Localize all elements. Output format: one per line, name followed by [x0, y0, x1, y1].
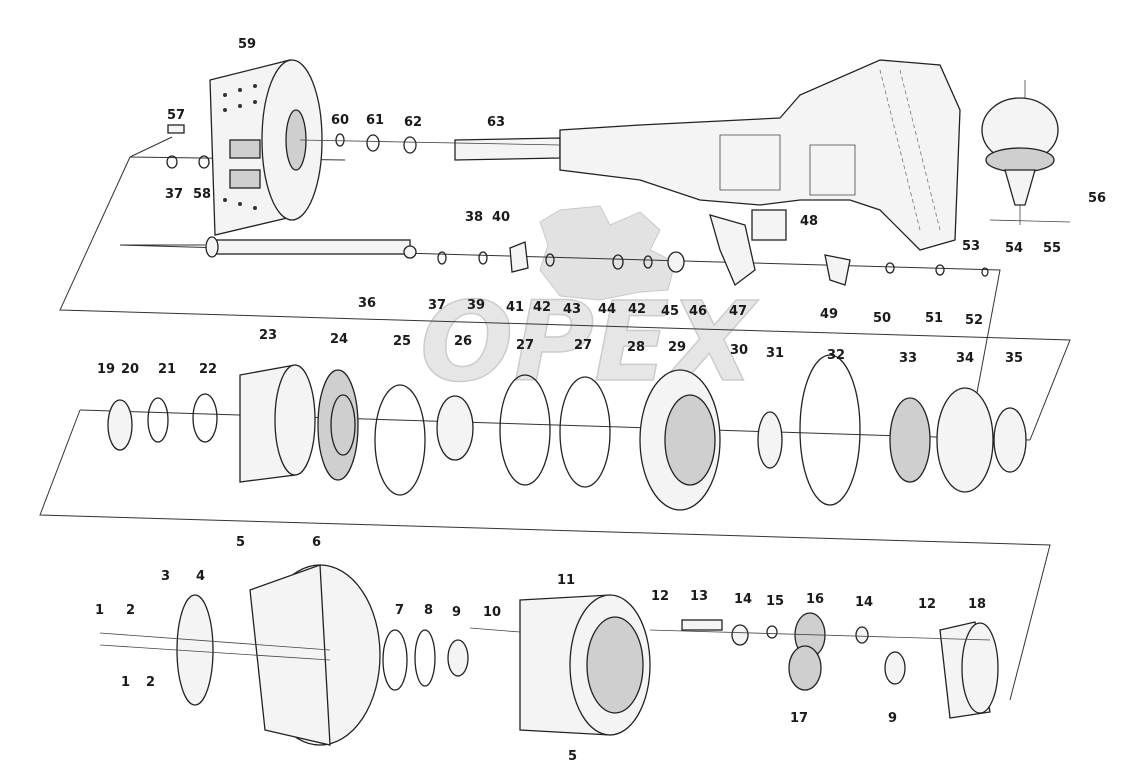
- label-3: 3: [161, 569, 170, 584]
- label-27b: 27: [574, 338, 592, 353]
- part-54-brake-chamber: [981, 80, 1059, 225]
- part-63-axle-housing: [454, 59, 961, 251]
- label-2b: 2: [146, 675, 155, 690]
- label-56: 56: [1088, 191, 1106, 206]
- label-30: 30: [730, 343, 748, 358]
- label-60: 60: [331, 113, 349, 128]
- label-27: 27: [516, 338, 534, 353]
- leader-lines: [99, 139, 1071, 661]
- label-48: 48: [800, 214, 818, 229]
- label-2: 2: [126, 603, 135, 618]
- label-39: 39: [467, 298, 485, 313]
- label-43: 43: [563, 302, 581, 317]
- label-18: 18: [968, 597, 986, 612]
- label-62: 62: [404, 115, 422, 130]
- label-11: 11: [557, 573, 575, 588]
- label-51: 51: [925, 311, 943, 326]
- label-13: 13: [690, 589, 708, 604]
- label-23: 23: [259, 328, 277, 343]
- label-52: 52: [965, 313, 983, 328]
- part-59-brake-drum-assembly: [209, 59, 323, 236]
- label-46: 46: [689, 304, 707, 319]
- label-47: 47: [729, 304, 747, 319]
- label-17: 17: [790, 711, 808, 726]
- label-55: 55: [1043, 241, 1061, 256]
- label-1b: 1: [121, 675, 130, 690]
- label-37b: 37: [428, 298, 446, 313]
- label-38: 38: [465, 210, 483, 225]
- label-35: 35: [1005, 351, 1023, 366]
- label-57: 57: [167, 108, 185, 123]
- label-32: 32: [827, 348, 845, 363]
- label-4: 4: [196, 569, 205, 584]
- label-28: 28: [627, 340, 645, 355]
- label-5b: 5: [568, 749, 577, 764]
- label-45: 45: [661, 304, 679, 319]
- label-58: 58: [193, 187, 211, 202]
- label-26: 26: [454, 334, 472, 349]
- label-61: 61: [366, 113, 384, 128]
- label-7: 7: [395, 603, 404, 618]
- label-14: 14: [734, 592, 752, 607]
- part-number-labels: 1 2 1 2 3 4 5 5 6 7 8 9 9 10 11 12 12 13…: [95, 37, 1106, 764]
- label-10: 10: [483, 605, 501, 620]
- label-42: 42: [533, 300, 551, 315]
- label-34: 34: [956, 351, 974, 366]
- label-59: 59: [238, 37, 256, 52]
- label-53: 53: [962, 239, 980, 254]
- part-36-half-shaft: [205, 236, 417, 259]
- label-29: 29: [668, 340, 686, 355]
- label-22: 22: [199, 362, 217, 377]
- label-44: 44: [598, 302, 616, 317]
- label-14b: 14: [855, 595, 873, 610]
- label-8: 8: [424, 603, 433, 618]
- label-50: 50: [873, 311, 891, 326]
- label-12: 12: [651, 589, 669, 604]
- label-40: 40: [492, 210, 510, 225]
- bearings-row3: [107, 354, 1027, 511]
- label-31: 31: [766, 346, 784, 361]
- label-37: 37: [165, 187, 183, 202]
- label-6: 6: [312, 535, 321, 550]
- label-5: 5: [236, 535, 245, 550]
- hub-row4: [176, 564, 999, 746]
- label-49: 49: [820, 307, 838, 322]
- label-1: 1: [95, 603, 104, 618]
- label-63: 63: [487, 115, 505, 130]
- label-19: 19: [97, 362, 115, 377]
- label-9b: 9: [888, 711, 897, 726]
- label-42b: 42: [628, 302, 646, 317]
- label-33: 33: [899, 351, 917, 366]
- label-41: 41: [506, 300, 524, 315]
- label-21: 21: [158, 362, 176, 377]
- label-15: 15: [766, 594, 784, 609]
- label-20: 20: [121, 362, 139, 377]
- label-25: 25: [393, 334, 411, 349]
- label-16: 16: [806, 592, 824, 607]
- label-54: 54: [1005, 241, 1023, 256]
- label-36: 36: [358, 296, 376, 311]
- label-12b: 12: [918, 597, 936, 612]
- label-24: 24: [330, 332, 348, 347]
- small-parts-row2: [166, 124, 989, 287]
- label-9: 9: [452, 605, 461, 620]
